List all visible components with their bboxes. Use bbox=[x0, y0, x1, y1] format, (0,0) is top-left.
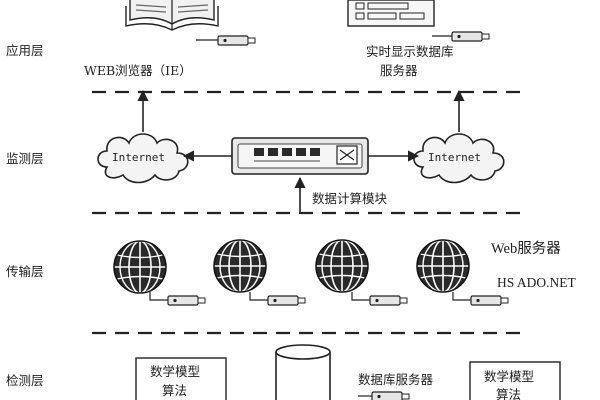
layer-label-application: 应用层 bbox=[6, 43, 44, 58]
math-model-left-line2: 算法 bbox=[162, 383, 187, 398]
cloud-icon-right: Internet bbox=[413, 133, 505, 184]
math-model-right-line2: 算法 bbox=[496, 387, 521, 400]
math-model-box-right bbox=[469, 361, 561, 400]
framework-label: HS ADO.NET bbox=[497, 275, 577, 290]
globe-icon-1 bbox=[113, 240, 167, 294]
network-switch-icon bbox=[231, 137, 369, 175]
db-server-dongle-icon-detection bbox=[371, 391, 410, 400]
globe-icon-4 bbox=[416, 239, 470, 293]
web-server-label: Web服务器 bbox=[491, 240, 561, 257]
cloud-icon-left: Internet bbox=[97, 133, 189, 184]
layer-label-detection: 检测层 bbox=[6, 373, 44, 388]
dongle-icon-1 bbox=[167, 295, 206, 306]
globe-icon-2 bbox=[213, 239, 267, 293]
open-book-icon bbox=[125, 0, 219, 31]
dongle-icon-4 bbox=[470, 295, 509, 306]
math-model-right-line1: 数学模型 bbox=[484, 369, 534, 384]
form-screen-icon bbox=[347, 0, 435, 27]
compute-module-label: 数据计算模块 bbox=[312, 191, 388, 206]
db-server-dongle-icon bbox=[451, 31, 490, 42]
internet-label-right: Internet bbox=[428, 151, 481, 164]
math-model-box-left bbox=[135, 357, 227, 400]
globe-icon-3 bbox=[315, 239, 369, 293]
browser-label: WEB浏览器（IE） bbox=[84, 63, 192, 78]
dongle-icon-2 bbox=[267, 295, 306, 306]
database-cylinder-icon bbox=[275, 344, 331, 400]
db-server-label: 数据库服务器 bbox=[358, 372, 434, 387]
realtime-db-server-label-line1: 实时显示数据库 bbox=[366, 44, 454, 59]
browser-dongle-icon bbox=[217, 35, 256, 46]
dongle-icon-3 bbox=[369, 295, 408, 306]
layer-label-monitoring: 监测层 bbox=[6, 151, 44, 166]
layer-label-transmission: 传输层 bbox=[6, 264, 44, 279]
math-model-left-line1: 数学模型 bbox=[150, 364, 200, 379]
internet-label-left: Internet bbox=[112, 151, 165, 164]
realtime-db-server-label-line2: 服务器 bbox=[380, 63, 418, 78]
